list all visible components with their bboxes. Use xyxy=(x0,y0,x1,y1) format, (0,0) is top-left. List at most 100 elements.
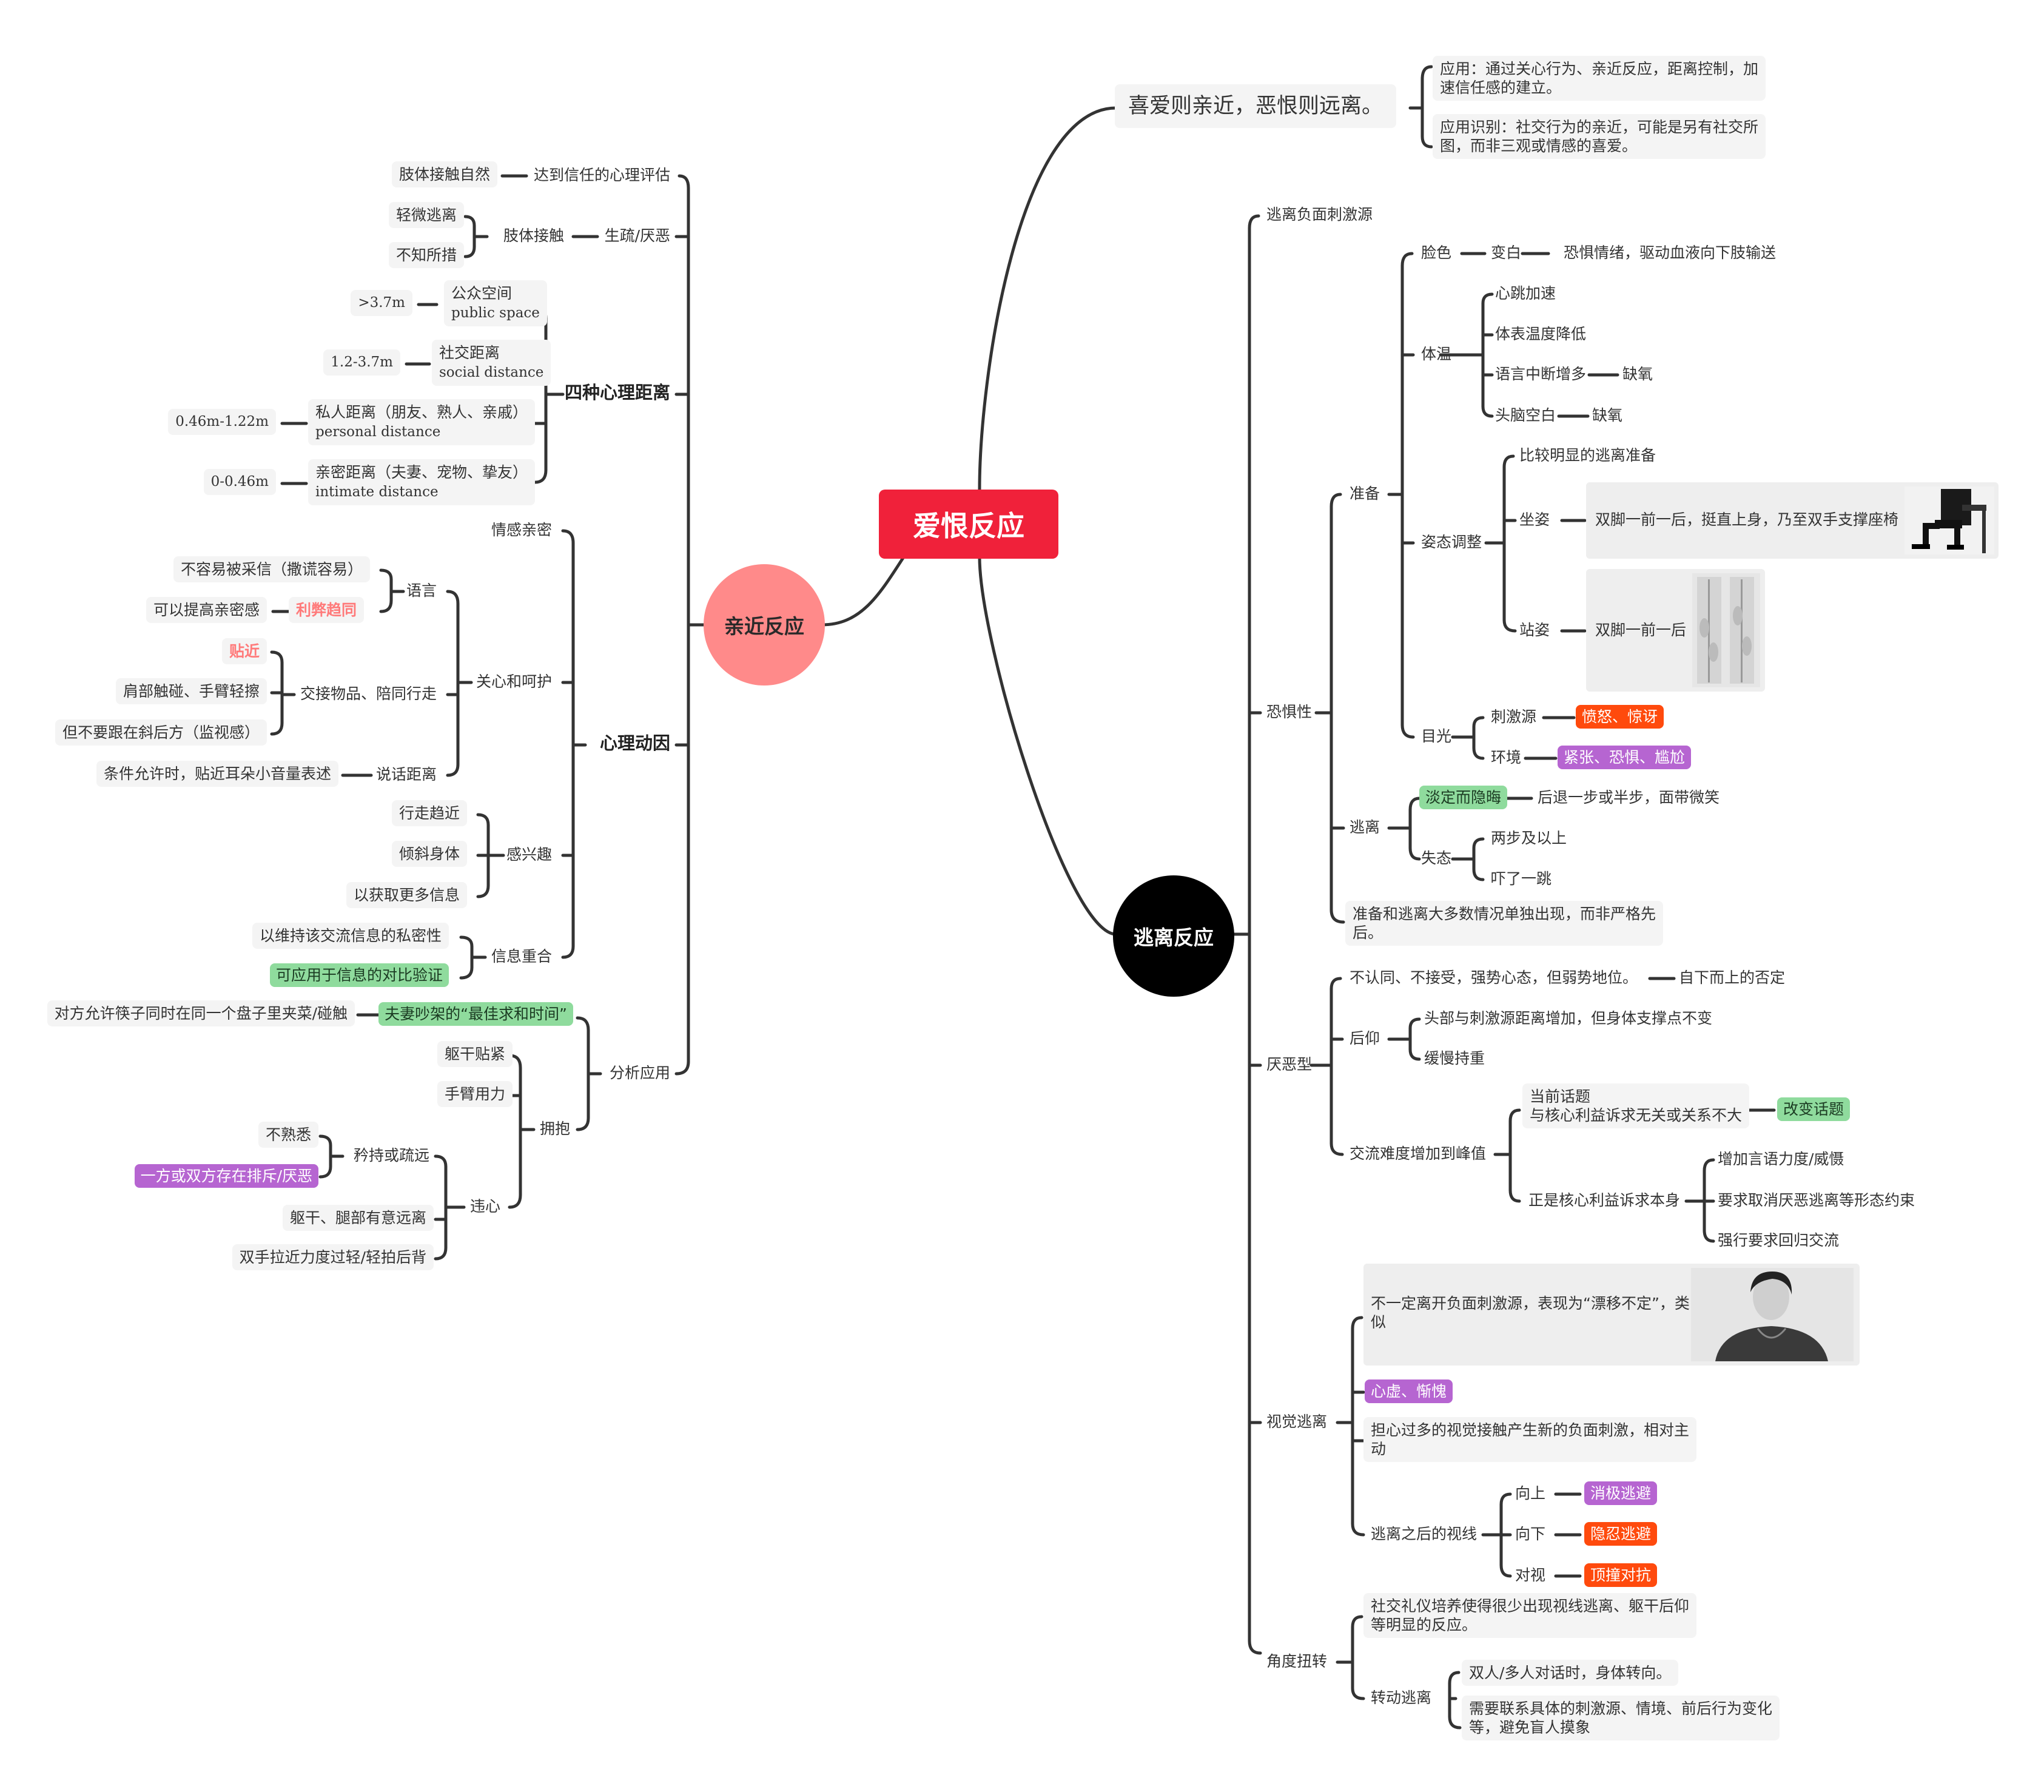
angle-etiquette[interactable]: 社交礼仪培养使得很少出现视线逃离、躯干后仰 等明显的反应。 xyxy=(1363,1593,1697,1638)
trust-node[interactable]: 达到信任的心理评估 xyxy=(533,166,670,184)
passive-avoid-tag[interactable]: 消极逃避 xyxy=(1584,1481,1658,1505)
approach-topic[interactable]: 亲近反应 xyxy=(704,564,825,685)
gaze-up[interactable]: 向上 xyxy=(1515,1484,1546,1502)
top-note-recognition[interactable]: 应用识别：社交行为的亲近，可能是另有社交所 图，而非三观或情感的喜爱。 xyxy=(1433,114,1766,159)
stand-node[interactable]: 站姿 xyxy=(1519,621,1550,639)
quarrel-chopsticks[interactable]: 对方允许筷子同时在同一个盘子里夹菜/碰触 xyxy=(47,1000,355,1026)
core-force[interactable]: 增加言语力度/威慑 xyxy=(1718,1150,1844,1168)
pale-detail[interactable]: 恐惧情绪，驱动血液向下肢输送 xyxy=(1564,244,1777,261)
prep-node[interactable]: 准备 xyxy=(1350,485,1380,502)
visual-node[interactable]: 视觉逃离 xyxy=(1266,1413,1328,1430)
escape-sub-node[interactable]: 逃离 xyxy=(1350,818,1380,836)
lose-node[interactable]: 失态 xyxy=(1421,849,1452,867)
exchange-close-tag[interactable]: 贴近 xyxy=(221,638,267,664)
guilty-tag[interactable]: 心虚、惭愧 xyxy=(1365,1379,1453,1403)
temp-node[interactable]: 体温 xyxy=(1421,345,1452,363)
distance-social-range[interactable]: 1.2-3.7m xyxy=(323,349,400,376)
fear-node[interactable]: 恐惧性 xyxy=(1266,703,1313,721)
speak-node[interactable]: 说话距离 xyxy=(375,766,437,783)
temp-blank[interactable]: 头脑空白 xyxy=(1495,406,1556,424)
endure-avoid-tag[interactable]: 隐忍逃避 xyxy=(1584,1522,1658,1546)
stand-detail[interactable]: 双脚一前一后 xyxy=(1595,621,1687,639)
hug-arm-force[interactable]: 手臂用力 xyxy=(437,1081,513,1107)
against-torso-away[interactable]: 躯干、腿部有意远离 xyxy=(282,1205,434,1231)
turn-node[interactable]: 转动逃离 xyxy=(1371,1689,1432,1706)
interest-walk[interactable]: 行走趋近 xyxy=(391,800,467,826)
exchange-node[interactable]: 交接物品、陪同行走 xyxy=(300,685,437,702)
temp-speech[interactable]: 语言中断增多 xyxy=(1495,365,1587,383)
language-intimacy[interactable]: 可以提高亲密感 xyxy=(146,597,267,623)
temp-skin[interactable]: 体表温度降低 xyxy=(1495,325,1587,343)
lean-slow[interactable]: 缓慢持重 xyxy=(1424,1049,1485,1067)
reserved-node[interactable]: 矜持或疏远 xyxy=(353,1147,429,1164)
topic-node[interactable]: 当前话题 与核心利益诉求无关或关系不大 xyxy=(1522,1083,1750,1128)
overlap-node[interactable]: 信息重合 xyxy=(491,948,552,965)
exchange-shoulder[interactable]: 肩部触碰、手臂轻擦 xyxy=(115,678,267,704)
pale-node[interactable]: 变白 xyxy=(1491,244,1522,261)
cold-slight-escape[interactable]: 轻微逃离 xyxy=(388,202,464,228)
top-topic[interactable]: 喜爱则亲近，恶恨则远离。 xyxy=(1115,84,1397,128)
lose-two-steps[interactable]: 两步及以上 xyxy=(1491,829,1567,847)
confront-tag[interactable]: 顶撞对抗 xyxy=(1584,1563,1658,1587)
prep-note[interactable]: 准备和逃离大多数情况单独出现，而非严格先 后。 xyxy=(1345,901,1664,946)
posture-obvious[interactable]: 比较明显的逃离准备 xyxy=(1519,446,1656,464)
distance-intimate-range[interactable]: 0-0.46m xyxy=(203,469,276,495)
distance-public[interactable]: 公众空间 public space xyxy=(444,280,547,326)
distance-social[interactable]: 社交距离 social distance xyxy=(432,340,551,386)
gaze-stare[interactable]: 对视 xyxy=(1515,1566,1546,1584)
temp-speech-hypoxia[interactable]: 缺氧 xyxy=(1622,365,1653,383)
escape-topic[interactable]: 逃离反应 xyxy=(1113,875,1234,997)
reserved-aversion-tag[interactable]: 一方或双方存在排斥/厌恶 xyxy=(134,1164,318,1188)
language-node[interactable]: 语言 xyxy=(406,582,437,599)
core-cancel[interactable]: 要求取消厌恶逃离等形态约束 xyxy=(1718,1191,1915,1209)
distance-title[interactable]: 四种心理距离 xyxy=(564,382,670,403)
interest-lean[interactable]: 倾斜身体 xyxy=(391,841,467,867)
cold-touch-node[interactable]: 肢体接触 xyxy=(503,227,564,244)
language-easy-lie[interactable]: 不容易被采信（撒谎容易） xyxy=(173,556,370,582)
distance-personal[interactable]: 私人距离（朋友、熟人、亲戚） personal distance xyxy=(308,399,536,445)
calm-detail[interactable]: 后退一步或半步，面带微笑 xyxy=(1538,789,1720,806)
quarrel-tag[interactable]: 夫妻吵架的“最佳求和时间” xyxy=(378,1002,573,1026)
exchange-no-behind[interactable]: 但不要跟在斜后方（监视感） xyxy=(55,719,267,746)
gaze-node[interactable]: 目光 xyxy=(1421,727,1452,745)
analysis-node[interactable]: 分析应用 xyxy=(609,1064,670,1082)
environment-node[interactable]: 环境 xyxy=(1491,749,1522,766)
trust-natural-touch[interactable]: 肢体接触自然 xyxy=(391,161,497,187)
visual-drift[interactable]: 不一定离开负面刺激源，表现为“漂移不定”，类 似 xyxy=(1371,1295,1690,1331)
leave-node[interactable]: 逃离负面刺激源 xyxy=(1266,206,1373,223)
temp-blank-hypoxia[interactable]: 缺氧 xyxy=(1592,406,1623,424)
interest-info[interactable]: 以获取更多信息 xyxy=(346,882,467,908)
distance-personal-range[interactable]: 0.46m-1.22m xyxy=(168,409,276,435)
distance-public-range[interactable]: >3.7m xyxy=(351,290,412,316)
disgust-negation[interactable]: 自下而上的否定 xyxy=(1679,969,1786,986)
interest-node[interactable]: 感兴趣 xyxy=(506,846,552,863)
environment-tag[interactable]: 紧张、恐惧、尴尬 xyxy=(1558,746,1692,769)
cold-node[interactable]: 生疏/厌恶 xyxy=(604,227,670,244)
posture-node[interactable]: 姿态调整 xyxy=(1421,533,1482,551)
overlap-privacy[interactable]: 以维持该交流信息的私密性 xyxy=(252,923,449,949)
cold-at-loss[interactable]: 不知所措 xyxy=(388,242,464,268)
sit-node[interactable]: 坐姿 xyxy=(1519,511,1550,528)
care-node[interactable]: 关心和呵护 xyxy=(476,673,552,690)
disgust-node[interactable]: 厌恶型 xyxy=(1266,1056,1313,1073)
motive-title[interactable]: 心理动因 xyxy=(599,733,670,753)
calm-tag[interactable]: 淡定而隐晦 xyxy=(1419,786,1508,809)
core-return[interactable]: 强行要求回归交流 xyxy=(1718,1231,1840,1249)
turn-body[interactable]: 双人/多人对话时，身体转向。 xyxy=(1462,1660,1679,1686)
core-node[interactable]: 正是核心利益诉求本身 xyxy=(1528,1191,1681,1209)
temp-heartbeat[interactable]: 心跳加速 xyxy=(1495,285,1556,302)
angle-node[interactable]: 角度扭转 xyxy=(1266,1652,1328,1670)
lose-startled[interactable]: 吓了一跳 xyxy=(1491,870,1552,888)
lean-node[interactable]: 后仰 xyxy=(1350,1029,1380,1047)
face-color-node[interactable]: 脸色 xyxy=(1421,244,1452,261)
hard-node[interactable]: 交流难度增加到峰值 xyxy=(1350,1145,1487,1162)
overlap-verify-tag[interactable]: 可应用于信息的对比验证 xyxy=(269,963,449,987)
root-topic[interactable]: 爱恨反应 xyxy=(879,490,1058,559)
change-topic-tag[interactable]: 改变话题 xyxy=(1777,1097,1851,1121)
gaze-down[interactable]: 向下 xyxy=(1515,1525,1546,1543)
distance-intimate[interactable]: 亲密距离（夫妻、宠物、挚友） intimate distance xyxy=(308,459,536,505)
lean-head[interactable]: 头部与刺激源距离增加，但身体支撑点不变 xyxy=(1424,1009,1713,1027)
hug-torso-tight[interactable]: 躯干贴紧 xyxy=(437,1041,513,1067)
visual-worry[interactable]: 担心过多的视觉接触产生新的负面刺激，相对主 动 xyxy=(1363,1417,1697,1462)
after-gaze-node[interactable]: 逃离之后的视线 xyxy=(1371,1525,1478,1543)
